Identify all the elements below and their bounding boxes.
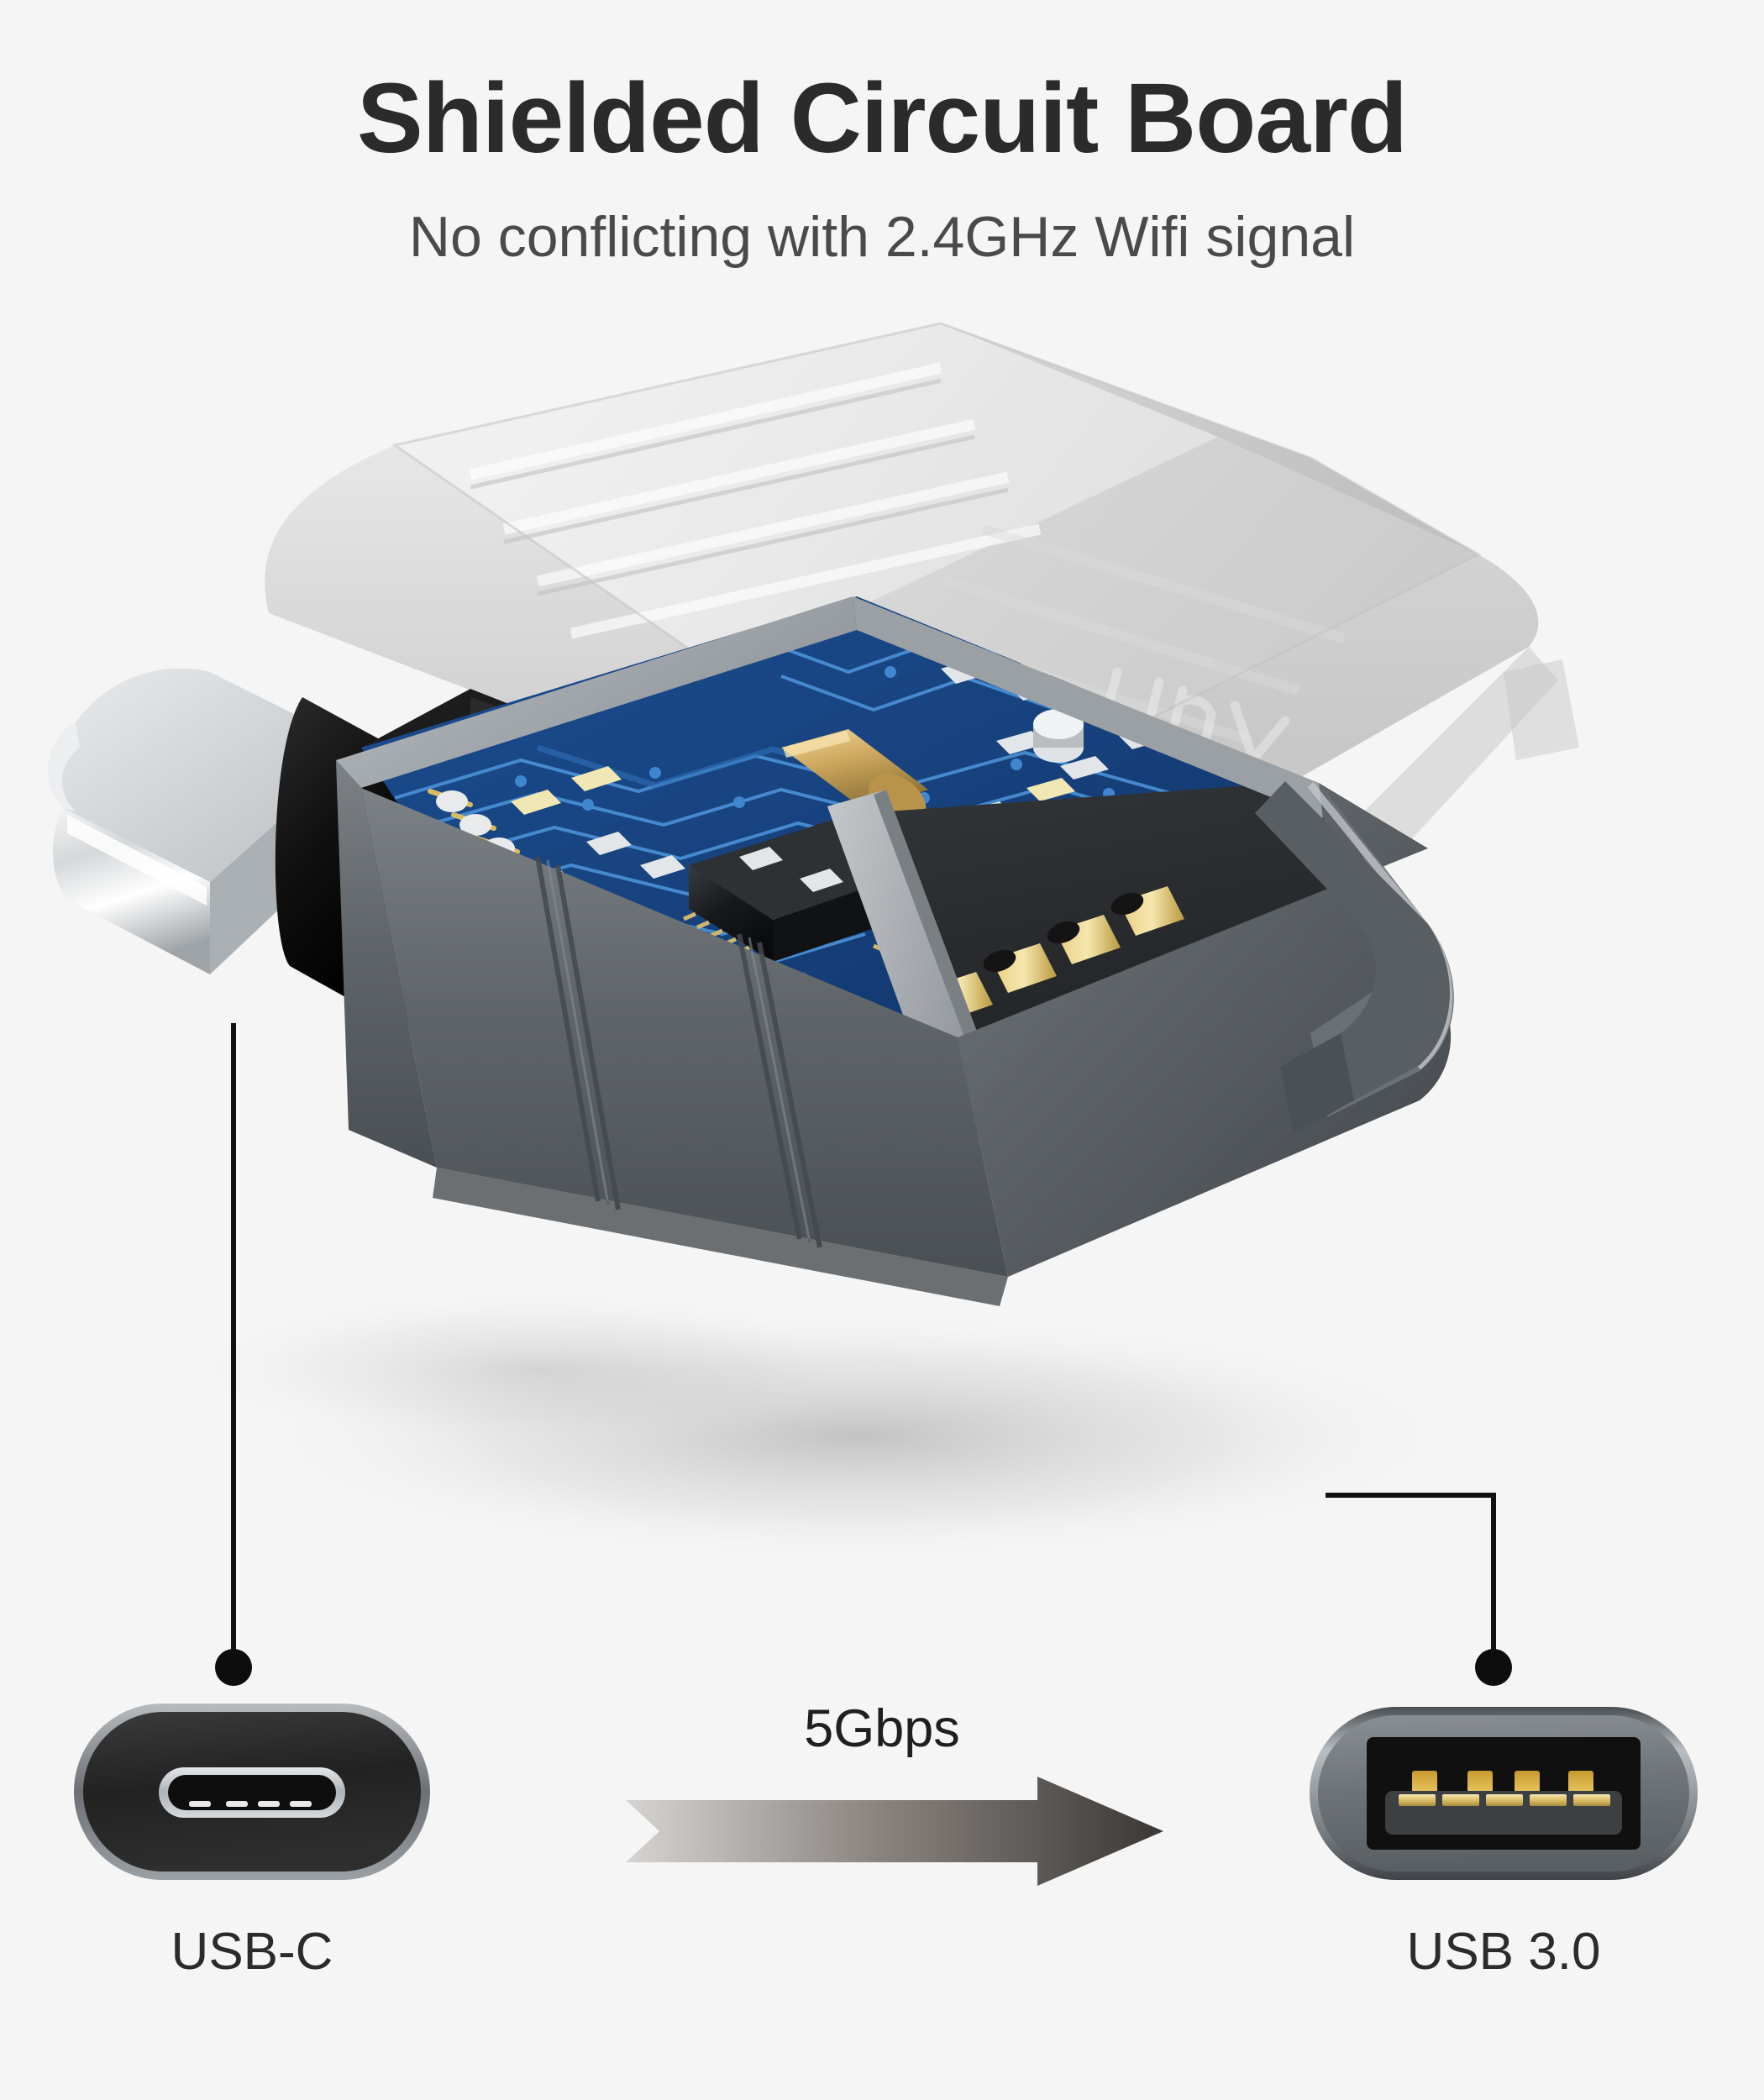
product-illustration [0,277,1764,1655]
usb-c-port [71,1695,433,1888]
page-subtitle: No conflicting with 2.4GHz Wifi signal [408,205,1356,269]
usb-c-port-pins [189,1801,312,1807]
page-title: Shielded Circuit Board [357,63,1408,174]
usb-c-caption: USB-C [171,1923,333,1981]
header: Shielded Circuit Board No conflicting wi… [0,0,1764,265]
usb-a-contact-pins [1399,1794,1610,1806]
adapter-body [48,596,1454,1306]
usb-3-0-caption: USB 3.0 [1406,1923,1601,1981]
usb-a-upper-tabs [1412,1771,1593,1793]
transfer-speed: 5Gbps [580,1680,1184,1915]
usb-3-0-port [1306,1688,1701,1898]
usb-a-outer-lip [1255,781,1450,1134]
speed-arrow-icon [626,1777,1163,1886]
speed-label: 5Gbps [804,1699,960,1758]
metal-housing [336,596,1454,1306]
bottom-legend: 5Gbps [0,1680,1764,2100]
